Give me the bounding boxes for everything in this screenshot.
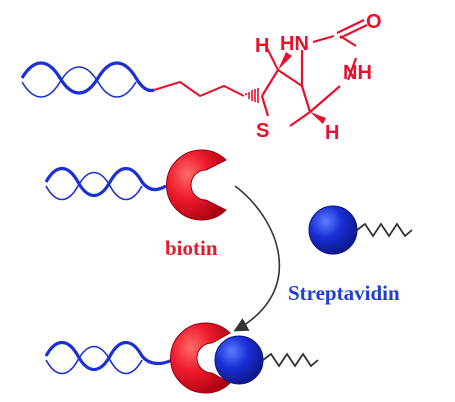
streptavidin-label: Streptavidin: [288, 281, 400, 305]
atom-s: S: [256, 120, 269, 142]
dna-helix-top: [20, 61, 155, 98]
biotin-pacman-complex-icon: [170, 322, 231, 394]
biotin-label: biotin: [165, 236, 218, 260]
atom-h-bottom: H: [325, 122, 339, 144]
streptavidin-sphere-complex-icon: [214, 335, 264, 385]
streptavidin-zigzag-chain: [356, 222, 413, 238]
biotin-atom-labels: O HN H NH S H: [255, 11, 382, 144]
streptavidin-zigzag-chain-complex: [262, 352, 319, 368]
streptavidin-sphere-icon: [308, 205, 358, 255]
dna-helix-bottom: [44, 340, 173, 375]
atom-nh: NH: [343, 62, 372, 84]
reaction-arrow: [233, 185, 281, 332]
biotin-linker-chain: [153, 80, 245, 98]
atom-o: O: [366, 11, 382, 33]
dna-helix-middle: [44, 166, 167, 201]
biotin-hashed-bond: [245, 88, 259, 103]
atom-h-top: H: [255, 35, 269, 57]
biotin-chemical-structure: [260, 19, 368, 127]
atom-hn: HN: [280, 33, 309, 55]
biotin-pacman-icon: [166, 149, 227, 221]
